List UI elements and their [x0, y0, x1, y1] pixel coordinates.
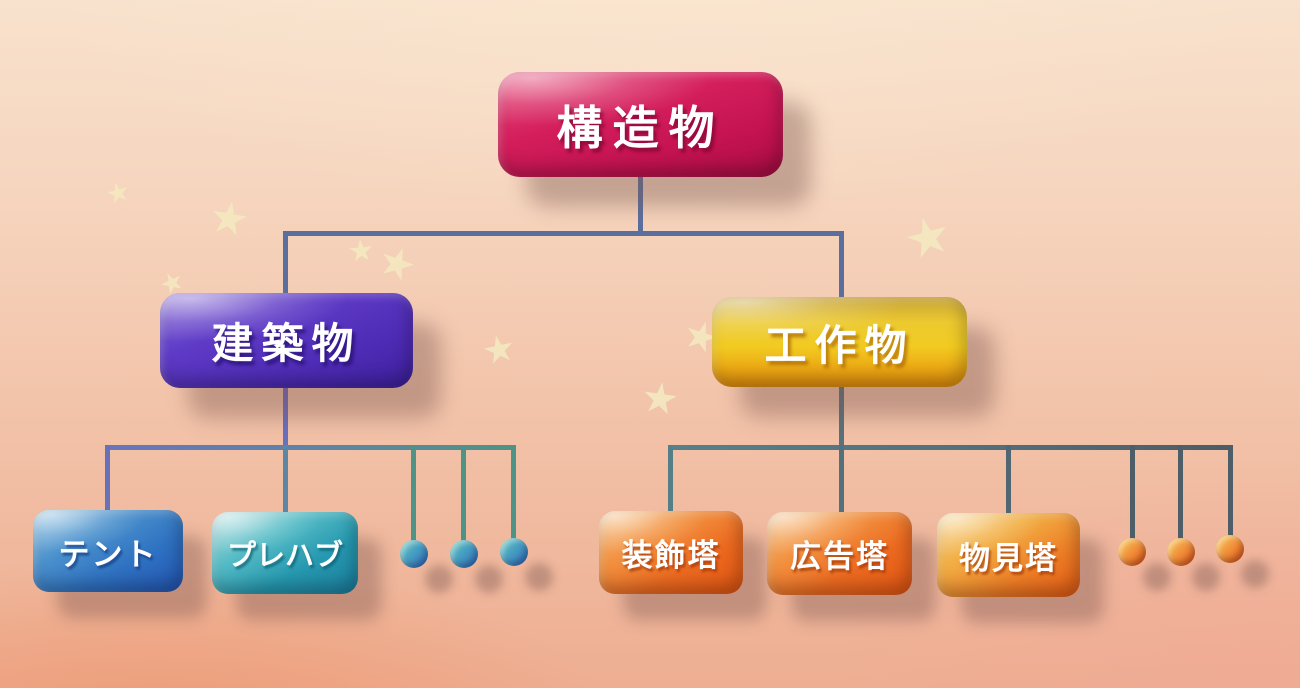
node-kenchikubutsu: 建築物: [160, 293, 413, 388]
connector-workpiece-up: [839, 231, 844, 301]
node-label: 装飾塔: [621, 538, 721, 574]
connector-left-dot3-stub: [511, 445, 516, 543]
connector-workpiece-down: [839, 383, 844, 450]
star-icon: [481, 332, 517, 368]
node-label: 建築物: [211, 319, 362, 368]
connector-watch-stub: [1006, 445, 1011, 517]
star-icon: [375, 242, 419, 286]
node-kouzoubutsu: 構造物: [498, 72, 783, 177]
connector-ad-stub: [839, 445, 844, 517]
node-decorative-tower: 装飾塔: [599, 511, 743, 594]
node-label: 構造物: [556, 100, 725, 155]
connector-right-dot1-stub: [1130, 445, 1135, 541]
ellipsis-dot: [1118, 538, 1146, 566]
connector-building-down: [283, 384, 288, 450]
node-kousakubutsu: 工作物: [712, 297, 967, 387]
star-icon: [105, 180, 132, 207]
node-label: プレハブ: [226, 538, 343, 572]
connector-right-dot3-stub: [1228, 445, 1233, 538]
connector-tent-stub: [105, 445, 110, 515]
connector-left-dot1-stub: [411, 445, 416, 543]
node-label: 物見塔: [959, 540, 1058, 577]
connector-right-horizontal: [668, 445, 1233, 450]
node-label: 工作物: [764, 320, 915, 370]
node-label: テント: [58, 536, 158, 573]
connector-building-up: [283, 231, 288, 299]
star-icon: [208, 198, 250, 240]
node-label: 広告塔: [790, 539, 889, 575]
ellipsis-dot: [450, 540, 478, 568]
node-ad-tower: 広告塔: [767, 512, 912, 595]
node-watchtower: 物見塔: [937, 513, 1080, 597]
connector-left-horizontal: [106, 445, 516, 450]
connector-top-horizontal: [283, 231, 844, 236]
connector-left-dot2-stub: [461, 445, 466, 543]
star-icon: [902, 212, 953, 263]
star-icon: [641, 380, 679, 418]
node-tent: テント: [33, 510, 183, 592]
ellipsis-dot: [1167, 538, 1195, 566]
connector-prefab-stub: [283, 445, 288, 517]
ellipsis-dot: [400, 540, 428, 568]
connector-root-down: [638, 172, 643, 234]
node-prefab: プレハブ: [212, 512, 358, 594]
star-icon: [348, 238, 374, 264]
connector-deco-stub: [668, 445, 673, 515]
connector-right-dot2-stub: [1178, 445, 1183, 541]
ellipsis-dot: [1216, 535, 1244, 563]
ellipsis-dot: [500, 538, 528, 566]
